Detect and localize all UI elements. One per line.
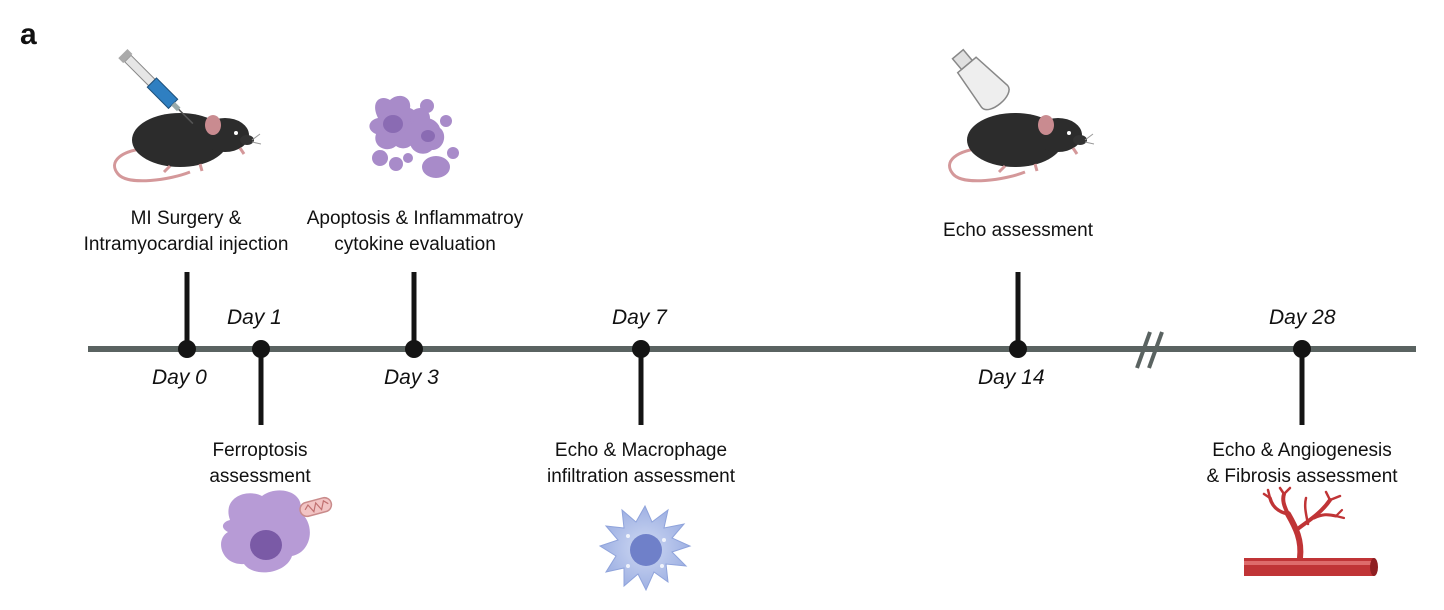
day-label-7: Day 7	[612, 306, 667, 329]
day-label-14: Day 14	[978, 366, 1045, 389]
event-label-day-3: Apoptosis & Inflammatroy cytokine evalua…	[306, 208, 524, 255]
dot-day-7	[632, 340, 650, 358]
apoptotic-cells-icon	[369, 95, 459, 178]
event-label-day-0: MI Surgery & Intramyocardial injection	[83, 208, 289, 255]
dot-day-1	[252, 340, 270, 358]
event-label-day-7: Echo & Macrophage infiltration assessmen…	[547, 440, 735, 487]
axis-break-mark	[1135, 331, 1164, 369]
day-label-28: Day 28	[1269, 306, 1336, 329]
dot-day-28	[1293, 340, 1311, 358]
event-label-day-28: Echo & Angiogenesis & Fibrosis assessmen…	[1206, 440, 1398, 487]
blood-vessel-icon	[1244, 486, 1378, 576]
macrophage-icon	[598, 504, 692, 592]
ferroptotic-cell-icon	[221, 490, 333, 573]
day-label-1: Day 1	[227, 306, 282, 329]
day-label-0: Day 0	[152, 366, 207, 389]
event-label-day-1: Ferroptosis assessment	[209, 440, 311, 487]
mouse-injection-icon	[113, 48, 262, 183]
dot-day-3	[405, 340, 423, 358]
dot-day-14	[1009, 340, 1027, 358]
event-label-day-14: Echo assessment	[943, 220, 1093, 241]
day-label-3: Day 3	[384, 366, 439, 389]
mouse-ultrasound-icon	[948, 48, 1095, 183]
panel-label: a	[20, 18, 37, 51]
dot-day-0	[178, 340, 196, 358]
